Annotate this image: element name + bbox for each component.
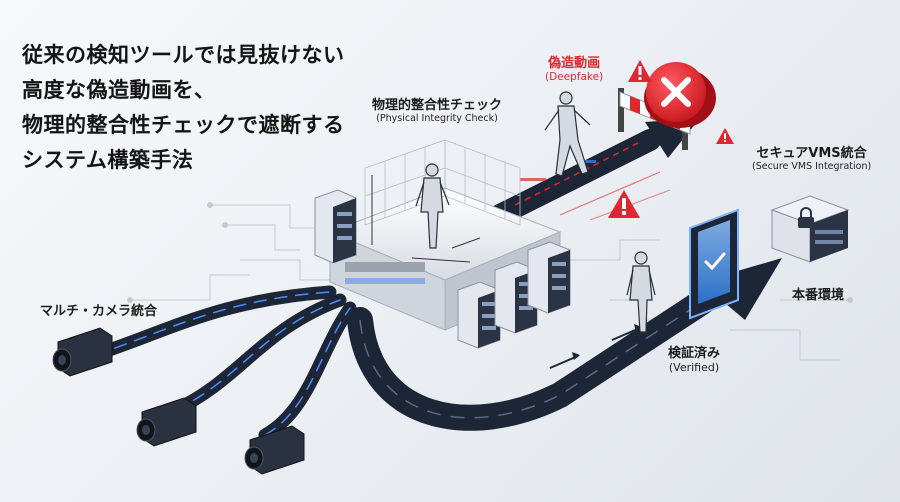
headline-line-1: 従来の検知ツールでは見抜けない xyxy=(22,43,345,67)
camera-icon xyxy=(52,327,113,377)
camera-icon xyxy=(136,397,197,447)
vms-label-ja: セキュアVMS統合 xyxy=(756,146,867,161)
headline-line-3: 物理的整合性チェックで遮断する xyxy=(22,113,345,137)
headline-line-2: 高度な偽造動画を、 xyxy=(22,78,216,102)
multicam-label: マルチ・カメラ統合 xyxy=(40,304,158,319)
warning-icon xyxy=(608,190,640,218)
server-icon xyxy=(770,195,850,263)
verified-label: 検証済み (Verified) xyxy=(668,342,720,374)
physical-check-label-ja: 物理的整合性チェック xyxy=(372,98,503,113)
production-label: 本番環境 xyxy=(792,288,845,303)
human-wireframe-icon xyxy=(544,91,591,177)
physical-check-label: 物理的整合性チェック (Physical Integrity Check) xyxy=(372,94,502,124)
warning-icon xyxy=(716,128,734,144)
vms-label: セキュアVMS統合 (Secure VMS Integration) xyxy=(752,142,871,172)
server-icon xyxy=(314,189,357,264)
check-icon xyxy=(704,252,726,271)
deepfake-label: 偽造動画 (Deepfake) xyxy=(545,52,603,83)
verification-gate xyxy=(689,208,739,320)
camera-feed-paths xyxy=(88,285,357,442)
verified-label-en: (Verified) xyxy=(668,361,720,374)
deepfake-path xyxy=(489,118,700,226)
headline-line-4: システム構築手法 xyxy=(22,148,194,172)
lock-icon xyxy=(798,207,814,228)
server-icon xyxy=(457,281,501,349)
headline: 従来の検知ツールでは見抜けない 高度な偽造動画を、 物理的整合性チェックで遮断す… xyxy=(22,38,345,178)
verified-label-ja: 検証済み xyxy=(668,346,721,361)
deepfake-label-ja: 偽造動画 xyxy=(548,56,601,71)
human-wireframe-icon xyxy=(626,251,656,333)
camera-icon xyxy=(244,425,305,475)
blocked-x-icon xyxy=(644,62,716,128)
deepfake-label-en: (Deepfake) xyxy=(545,71,604,83)
server-icon xyxy=(527,241,571,314)
warning-icon xyxy=(628,60,652,82)
physical-check-label-en: (Physical Integrity Check) xyxy=(376,113,498,124)
human-wireframe-icon xyxy=(415,163,450,249)
vms-label-en: (Secure VMS Integration) xyxy=(752,161,872,172)
verified-path xyxy=(347,258,782,431)
